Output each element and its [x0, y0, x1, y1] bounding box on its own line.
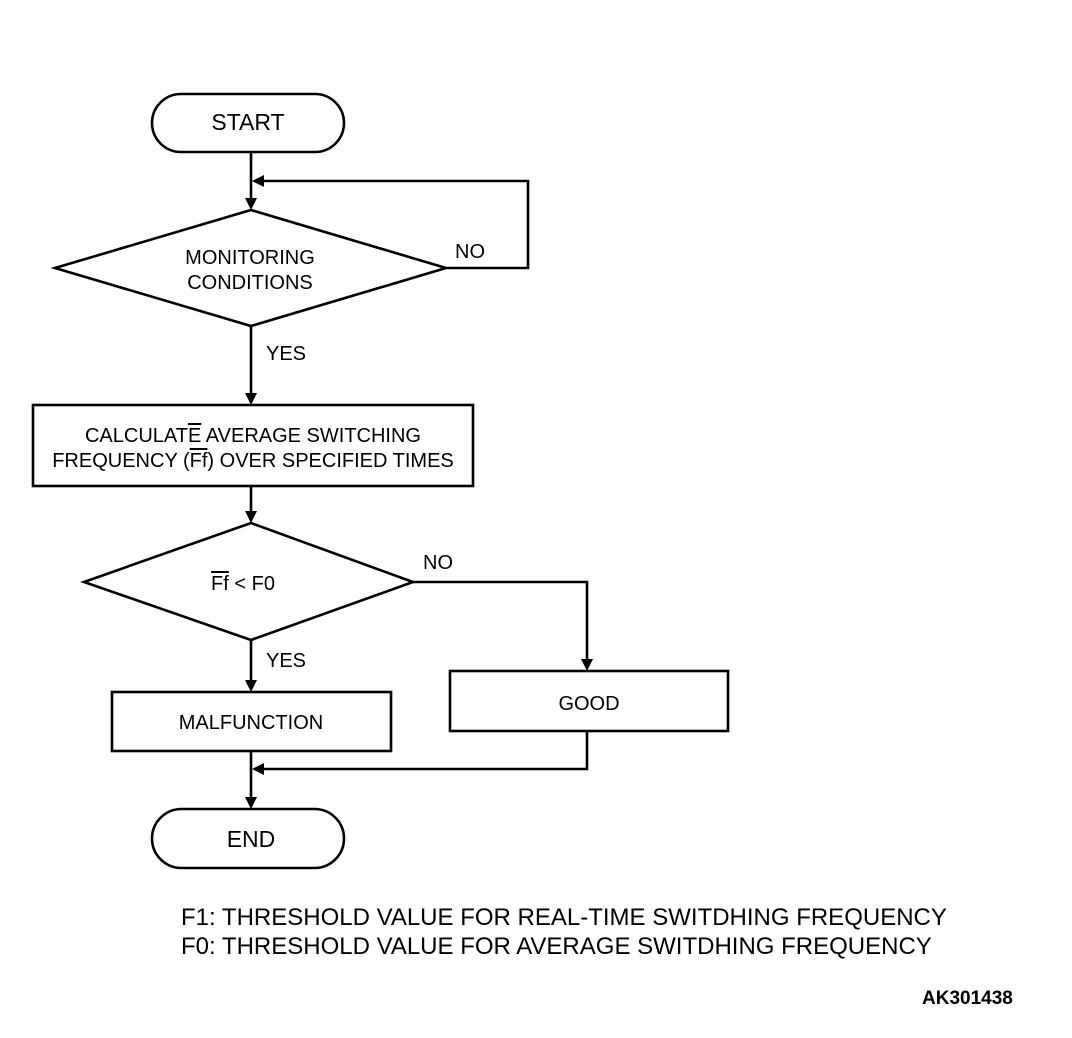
- monitoring-no-label: NO: [455, 241, 485, 263]
- arrow-head: [245, 511, 257, 523]
- arrow-head: [252, 175, 264, 187]
- malfunction-label: MALFUNCTION: [179, 712, 323, 734]
- legend: F1: THRESHOLD VALUE FOR REAL-TIME SWITDH…: [181, 903, 947, 961]
- overlined-e: E: [188, 425, 201, 447]
- connector-monitoring-no-loop: [262, 179, 530, 270]
- calculate-label-line2: FREQUENCY (Ff) OVER SPECIFIED TIMES: [52, 450, 454, 472]
- monitoring-yes-label: YES: [266, 343, 306, 365]
- monitoring-label-line1: MONITORING: [185, 247, 315, 269]
- decision-label: Ff < F0: [211, 573, 275, 595]
- good-process-box: [448, 669, 730, 733]
- connector-good-merge: [262, 731, 589, 771]
- figure-id: AK301438: [922, 988, 1013, 1009]
- arrow-head: [245, 393, 257, 405]
- decision-no-label: NO: [423, 552, 453, 574]
- legend-f0: F0: THRESHOLD VALUE FOR AVERAGE SWITDHIN…: [181, 933, 932, 960]
- monitoring-label-line2: CONDITIONS: [187, 272, 313, 294]
- overlined-ff: Ff: [211, 573, 229, 595]
- arrow-head: [245, 198, 257, 210]
- start-label: START: [211, 109, 284, 135]
- connector-decision-no: [413, 580, 589, 660]
- malfunction-process-box: [110, 690, 393, 753]
- decision-yes-label: YES: [266, 650, 306, 672]
- arrow-head: [581, 659, 593, 671]
- overlined-ff: Ff: [190, 450, 208, 472]
- legend-f1: F1: THRESHOLD VALUE FOR REAL-TIME SWITDH…: [181, 904, 947, 931]
- good-label: GOOD: [558, 693, 619, 715]
- start-terminal: [150, 92, 346, 154]
- arrow-head: [252, 763, 264, 775]
- calculate-label-line1: CALCULATE AVERAGE SWITCHING: [85, 425, 421, 447]
- end-label: END: [227, 826, 276, 852]
- calculate-process-box: [31, 403, 475, 488]
- arrow-head: [245, 680, 257, 692]
- arrow-head: [245, 797, 257, 809]
- end-terminal: [150, 807, 346, 870]
